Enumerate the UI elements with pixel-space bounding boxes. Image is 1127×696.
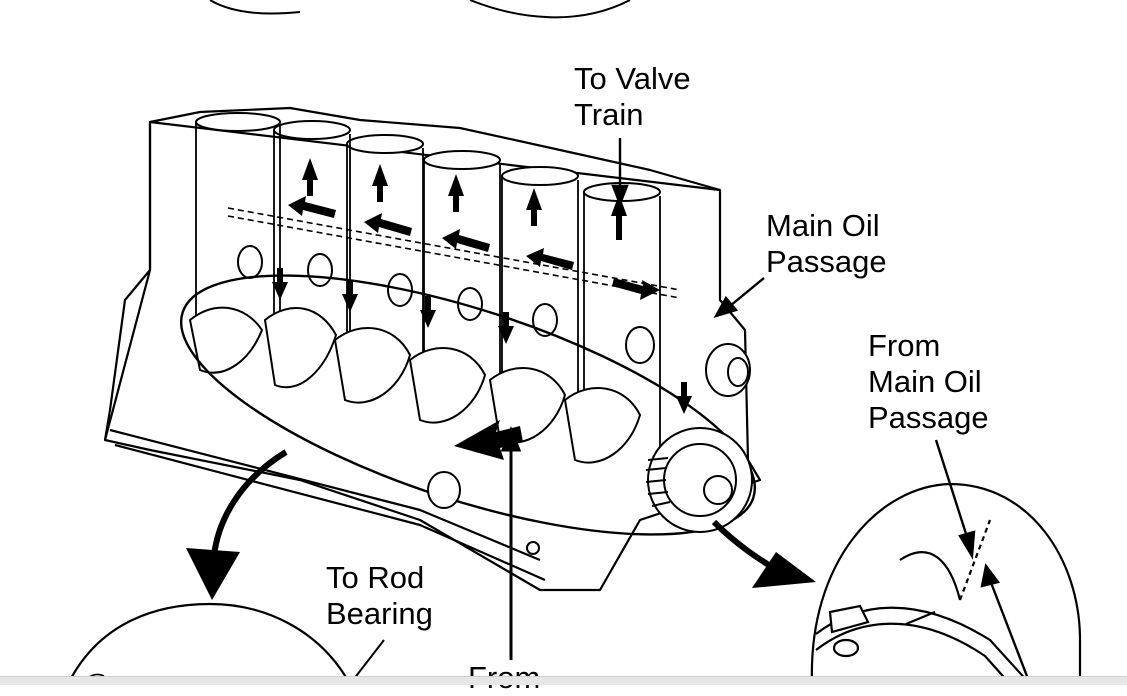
downward-flow-arrows: [272, 268, 692, 414]
label-to-rod-bearing: To Rod Bearing: [326, 560, 433, 632]
timing-gear: [645, 427, 753, 533]
detail-circle-main-bearing: [810, 482, 1082, 684]
label-from-main-oil-passage-line1: From: [868, 328, 941, 363]
label-main-oil-passage-line2: Passage: [766, 244, 887, 279]
label-from-main-oil-passage: From Main Oil Passage: [868, 328, 989, 436]
label-to-valve-train-line1: To Valve: [574, 61, 691, 96]
leader-from-bottom: [500, 425, 522, 660]
label-from-main-oil-passage-line2: Main Oil: [868, 364, 982, 399]
top-cropped-shapes: [209, 0, 631, 19]
horizontal-flow-arrows: [288, 196, 660, 300]
cylinder-bores: [195, 112, 661, 450]
detail-circle-rod-bearing: [67, 602, 351, 684]
label-to-valve-train-line2: Train: [574, 97, 644, 132]
oil-gallery: [227, 207, 681, 299]
label-main-oil-passage: Main Oil Passage: [766, 208, 887, 280]
label-from-main-oil-passage-line3: Passage: [868, 400, 989, 435]
label-to-valve-train: To Valve Train: [574, 61, 691, 133]
callout-arrow-left: [186, 449, 288, 600]
upward-flow-arrows: [302, 158, 627, 240]
label-main-oil-passage-line1: Main Oil: [766, 208, 880, 243]
leader-from-main-oil-passage: [934, 439, 1032, 684]
block-detail-plug: [427, 471, 540, 555]
oil-inlet-arrow: [454, 420, 523, 460]
label-to-rod-bearing-line1: To Rod: [326, 560, 425, 595]
leader-main-oil-passage: [713, 277, 765, 318]
window-bottom-edge: [0, 676, 1127, 685]
leader-to-valve-train: [611, 138, 629, 208]
crankshaft: [188, 245, 751, 464]
label-to-rod-bearing-line2: Bearing: [326, 596, 433, 631]
callout-arrow-right: [711, 519, 816, 588]
